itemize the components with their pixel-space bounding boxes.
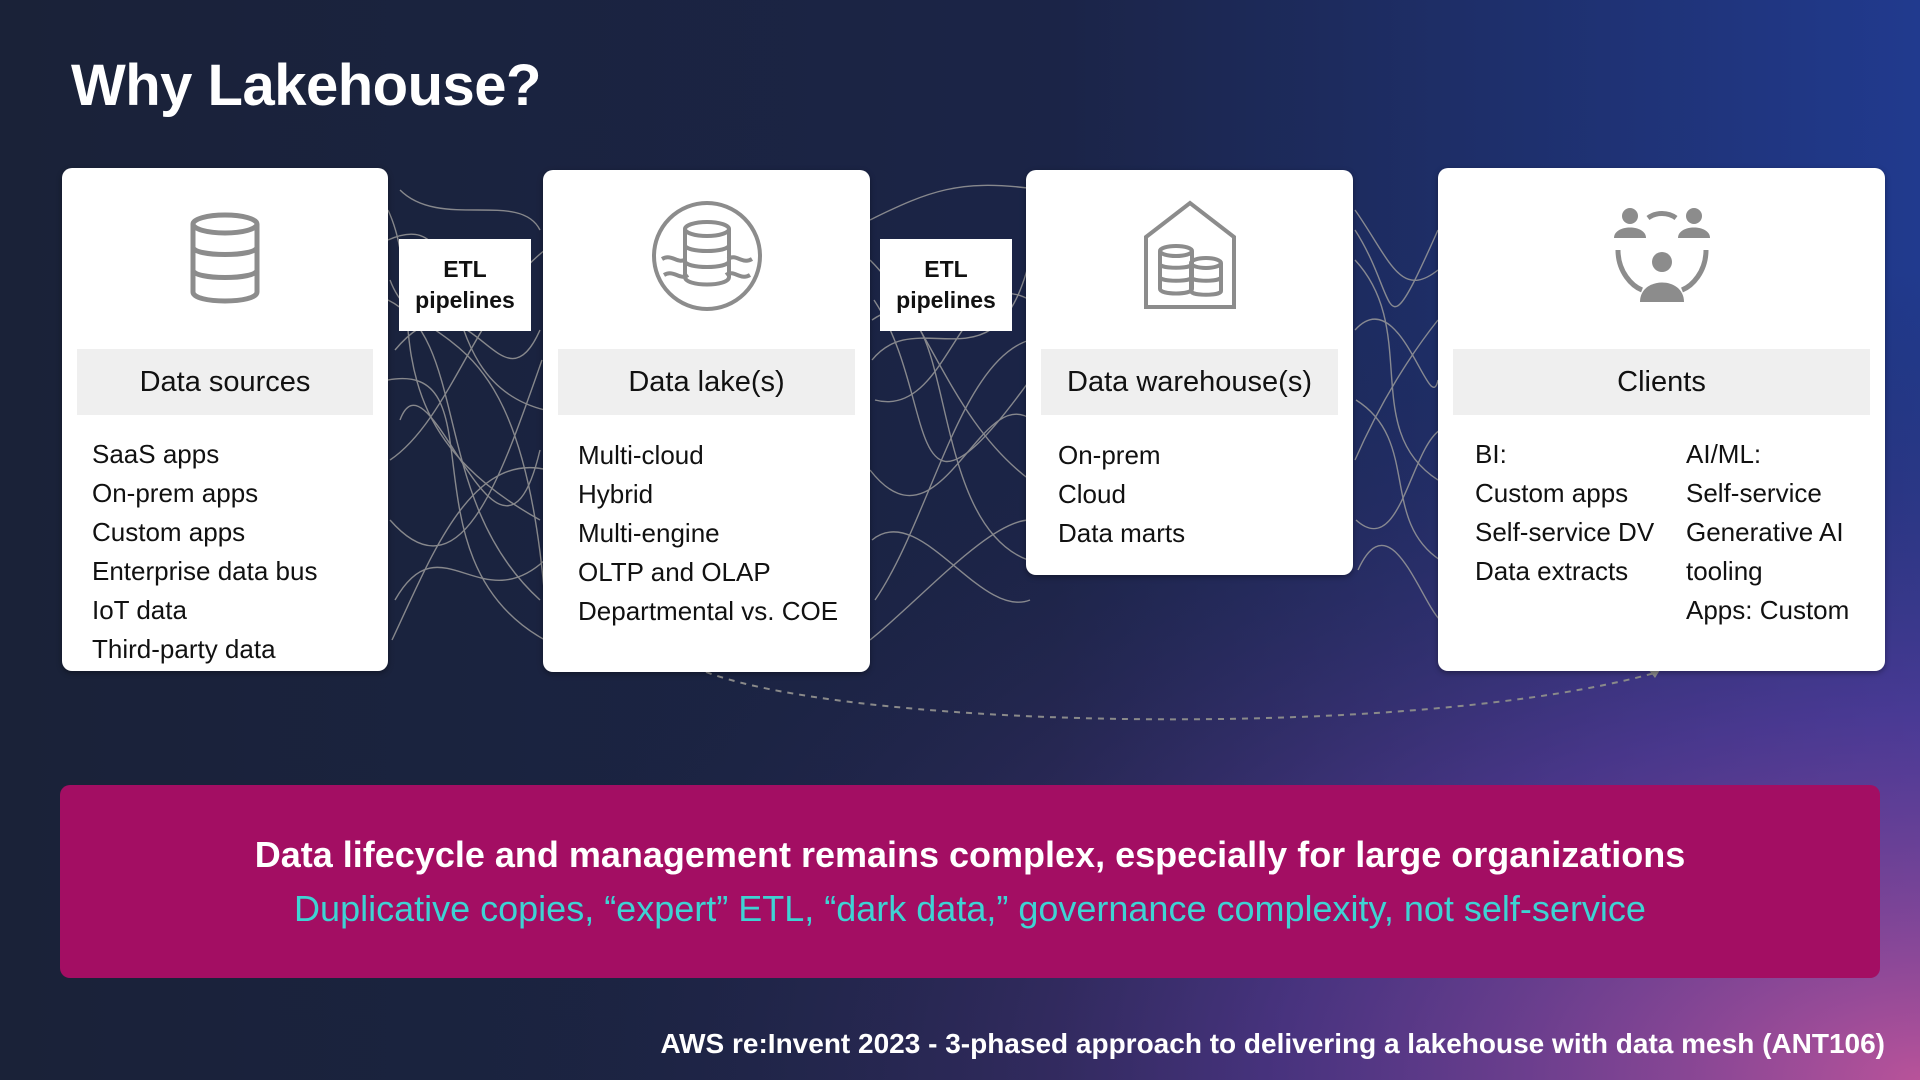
- banner-subline: Duplicative copies, “expert” ETL, “dark …: [294, 887, 1646, 929]
- clients-bi-list: BI: Custom apps Self-service DV Data ext…: [1475, 435, 1654, 591]
- list-item: Apps: Custom: [1686, 595, 1850, 625]
- card-data-lakes: Data lake(s) Multi-cloud Hybrid Multi-en…: [543, 170, 870, 672]
- card-clients: Clients BI: Custom apps Self-service DV …: [1438, 168, 1885, 671]
- list-item: Hybrid: [578, 479, 654, 509]
- list-item: Custom apps: [92, 517, 246, 547]
- list-item: Enterprise data bus: [92, 556, 318, 586]
- card-data-sources: Data sources SaaS apps On-prem apps Cust…: [62, 168, 388, 671]
- list-item: Third-party data: [92, 634, 276, 664]
- summary-banner: Data lifecycle and management remains co…: [60, 785, 1880, 978]
- list-item: Generative AI: [1686, 517, 1844, 547]
- list-item: SaaS apps: [92, 439, 220, 469]
- data-lake-list: Multi-cloud Hybrid Multi-engine OLTP and…: [578, 436, 838, 631]
- page-title: Why Lakehouse?: [71, 53, 541, 118]
- card-header: Data lake(s): [558, 349, 855, 415]
- list-item: Self-service DV: [1475, 517, 1655, 547]
- card-data-warehouses: Data warehouse(s) On-prem Cloud Data mar…: [1026, 170, 1353, 575]
- etl-pipelines-box: ETL pipelines: [880, 239, 1012, 331]
- list-item: Data extracts: [1475, 556, 1629, 586]
- list-item: Self-service: [1686, 478, 1822, 508]
- data-warehouse-list: On-prem Cloud Data marts: [1058, 436, 1185, 553]
- card-header: Data warehouse(s): [1041, 349, 1338, 415]
- etl-label-sub: pipelines: [415, 287, 515, 313]
- warehouse-icon: [1143, 200, 1236, 309]
- list-item: IoT data: [92, 595, 187, 625]
- banner-headline: Data lifecycle and management remains co…: [254, 833, 1686, 875]
- list-item: Cloud: [1058, 479, 1126, 509]
- list-item: AI/ML:: [1686, 439, 1762, 469]
- list-item: On-prem apps: [92, 478, 259, 508]
- etl-label: ETL: [443, 256, 487, 282]
- list-item: BI:: [1475, 439, 1507, 469]
- list-item: Departmental vs. COE: [578, 596, 839, 626]
- list-item: OLTP and OLAP: [578, 557, 771, 587]
- card-header: Data sources: [77, 349, 373, 415]
- list-item: Data marts: [1058, 518, 1186, 548]
- list-item: tooling: [1686, 556, 1763, 586]
- data-sources-list: SaaS apps On-prem apps Custom apps Enter…: [92, 435, 317, 669]
- slide-footer: AWS re:Invent 2023 - 3-phased approach t…: [660, 1028, 1885, 1059]
- clients-aiml-list: AI/ML: Self-service Generative AI toolin…: [1686, 435, 1849, 630]
- list-item: Multi-engine: [578, 518, 720, 548]
- database-icon: [190, 212, 260, 304]
- card-header: Clients: [1453, 349, 1870, 415]
- list-item: Multi-cloud: [578, 440, 704, 470]
- users-icon: [1613, 208, 1710, 302]
- data-lake-icon: [651, 201, 762, 311]
- list-item: On-prem: [1058, 440, 1161, 470]
- etl-label-sub: pipelines: [896, 287, 996, 313]
- etl-pipelines-box: ETL pipelines: [399, 239, 531, 331]
- etl-label: ETL: [924, 256, 968, 282]
- list-item: Custom apps: [1475, 478, 1629, 508]
